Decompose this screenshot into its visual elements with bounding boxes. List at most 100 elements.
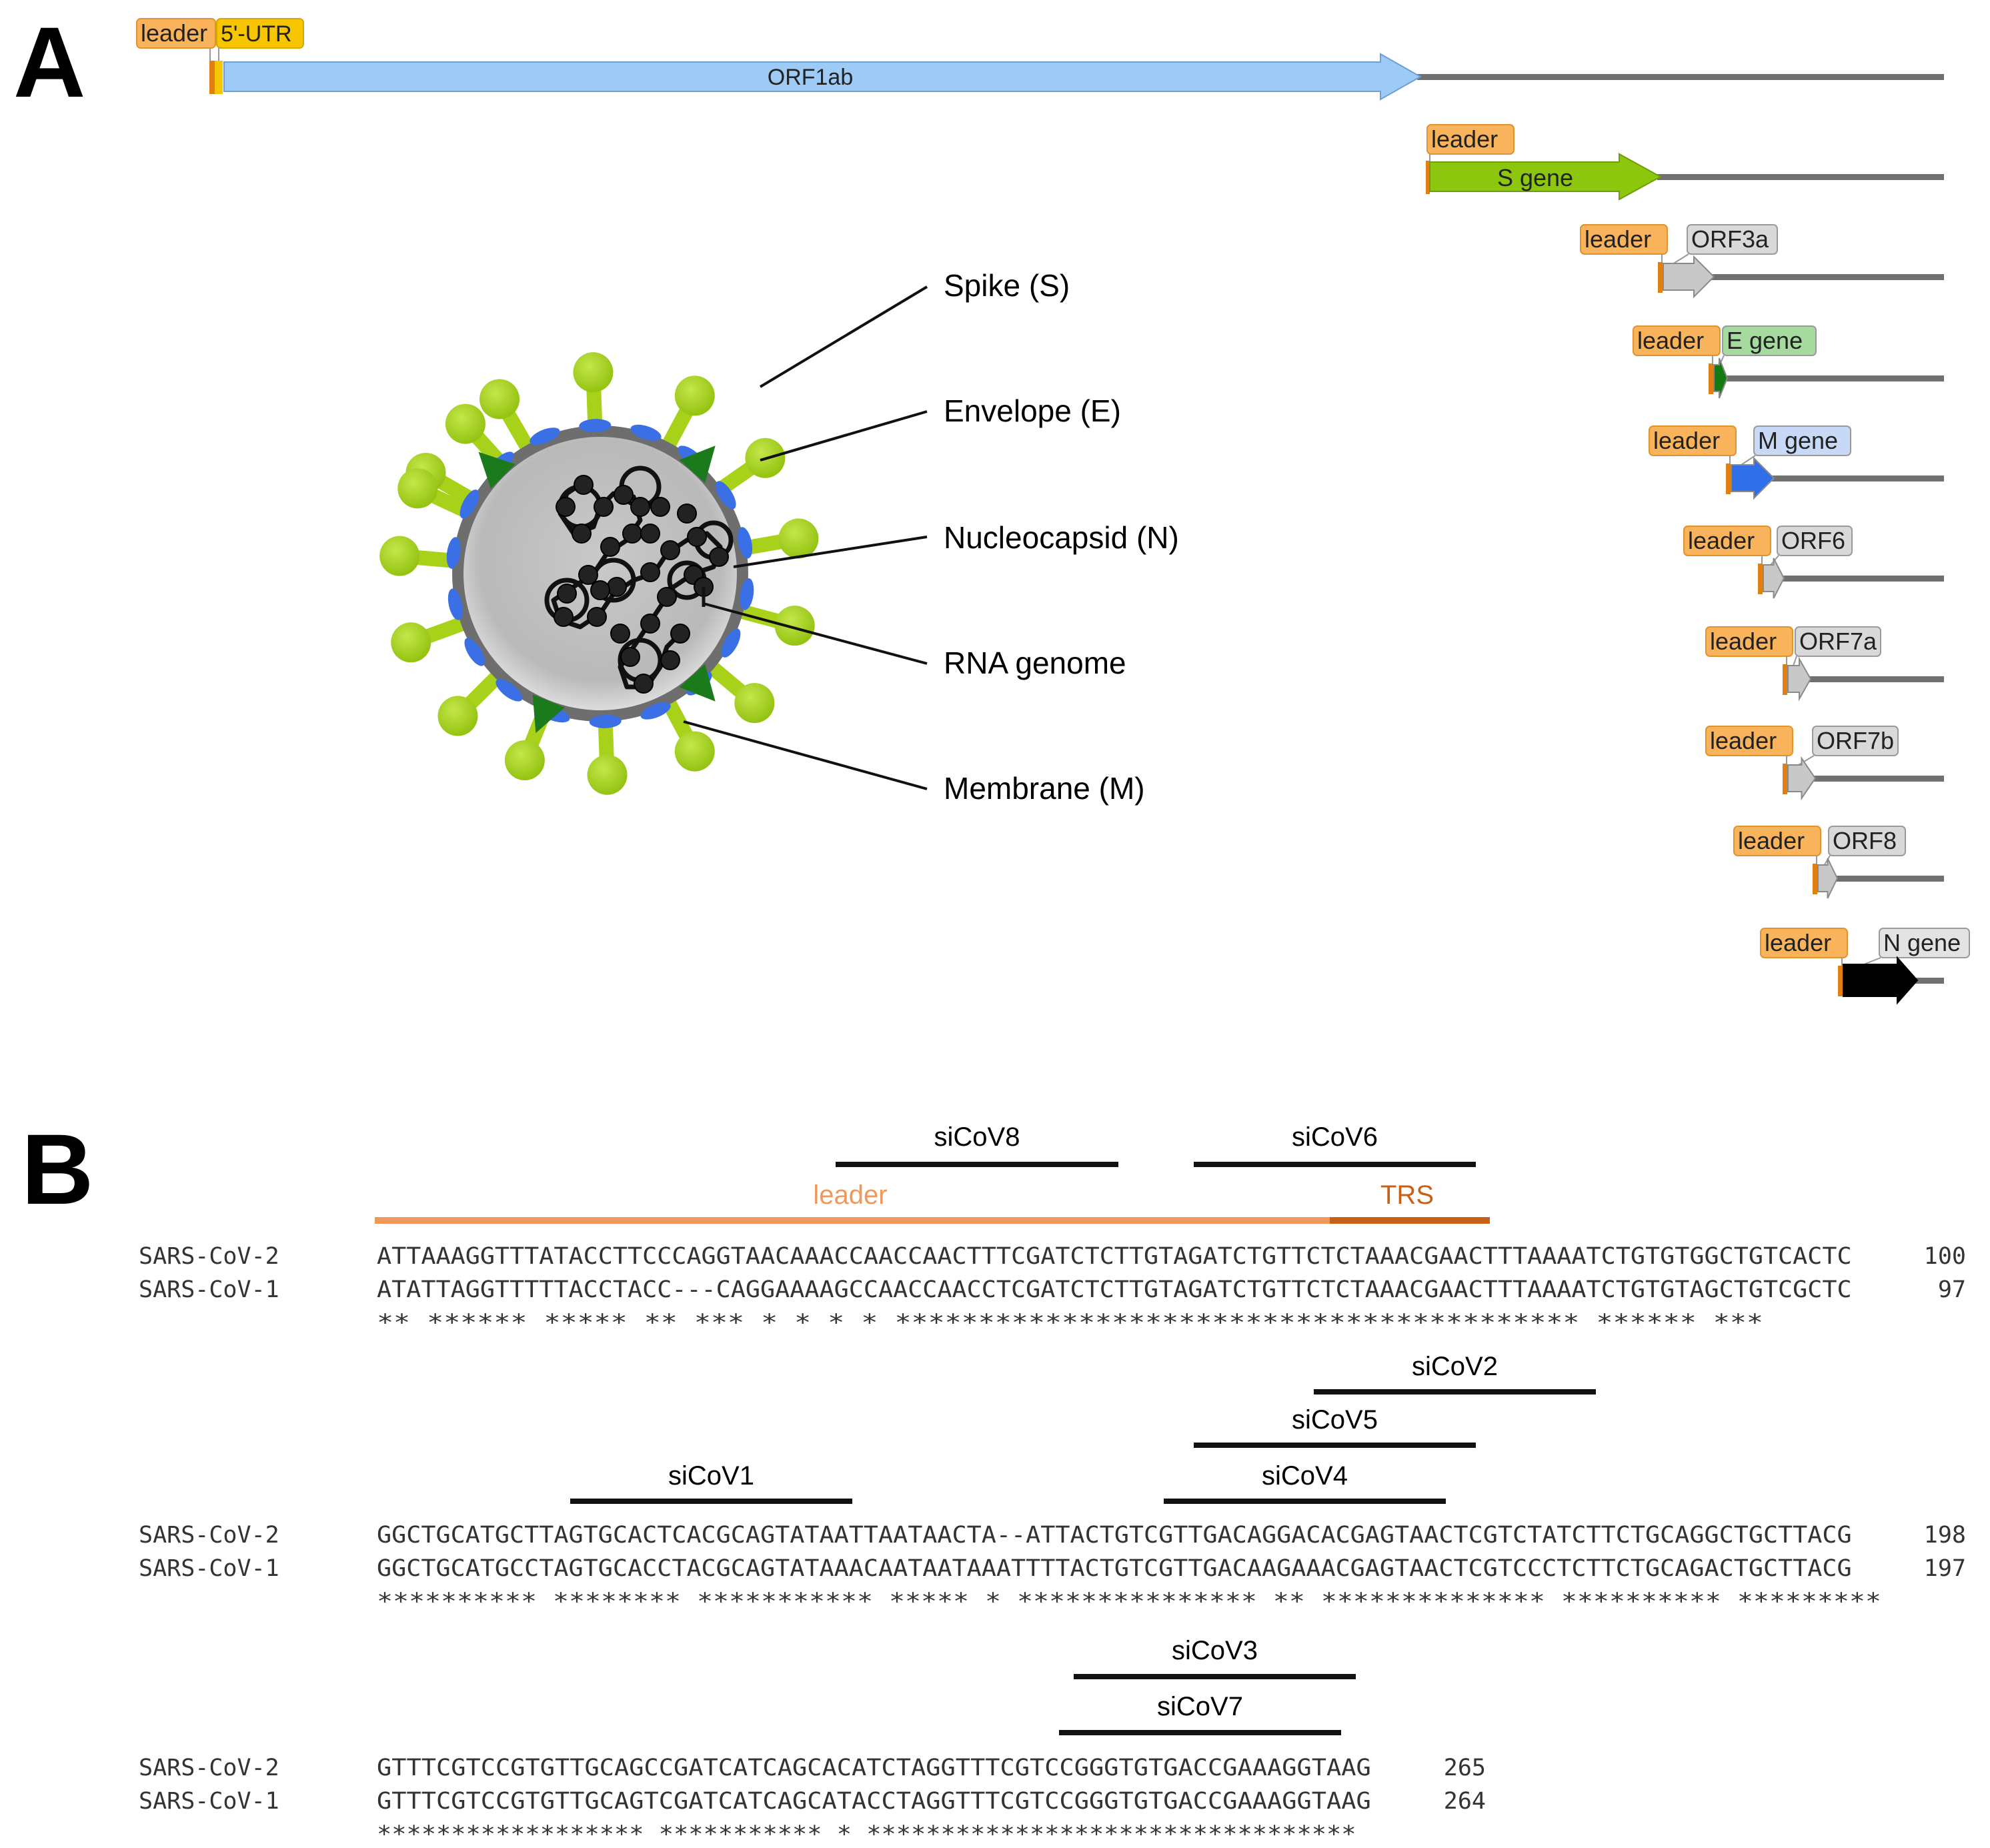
sirna-label: siCoV7 [1157, 1692, 1243, 1721]
membrane-protein [447, 588, 463, 620]
genome-line [1771, 476, 1944, 482]
nucleocapsid-bead [607, 577, 627, 597]
gene-tag-label: N gene [1883, 929, 1961, 956]
leader-tag-label: leader [1765, 929, 1831, 956]
spike-bulb [587, 754, 628, 795]
envelope-protein [478, 451, 516, 489]
genome-track: leader N gene [1760, 928, 1970, 1005]
sequence-position: 97 [1938, 1276, 1966, 1303]
leader-tag [1580, 224, 1668, 255]
sirna-label: siCoV3 [1172, 1636, 1258, 1665]
gene-arrow [1763, 558, 1785, 599]
gene-tag [1879, 928, 1970, 958]
nucleocapsid-bead [620, 647, 640, 667]
gene-arrow [1731, 456, 1775, 500]
sirna-label: siCoV6 [1292, 1122, 1378, 1152]
leader-tag-label: leader [1431, 125, 1498, 153]
gene-tag [1795, 626, 1881, 657]
sequence-text: GGCTGCATGCTTAGTGCACTCACGCAGTATAATTAATAAC… [377, 1522, 1852, 1549]
virion-labels: Spike (S) Envelope (E) Nucleocapsid (N) … [944, 268, 1179, 806]
sequence-text: GGCTGCATGCCTAGTGCACCTACGCAGTATAAACAATAAT… [377, 1555, 1852, 1582]
leader-tag [1760, 928, 1848, 958]
envelope-protein [679, 445, 716, 484]
sequence-name: SARS-CoV-1 [139, 1555, 279, 1582]
nucleocapsid-bead [634, 674, 654, 694]
label-spike: Spike (S) [944, 268, 1070, 303]
gene-arrow [1713, 357, 1729, 399]
membrane-protein [721, 628, 741, 658]
spike-protein [391, 614, 476, 663]
leader-tag-label: leader [1738, 827, 1805, 854]
nucleocapsid-bead [556, 497, 576, 517]
nucleocapsid-bead [709, 547, 729, 567]
nucleocapsid-bead [594, 497, 614, 517]
spike-bulb [504, 740, 545, 781]
leader-block [1426, 161, 1430, 194]
sequence-position: 264 [1444, 1788, 1486, 1815]
nucleocapsid-bead [574, 475, 594, 495]
conservation-line: ****************** *********** * *******… [377, 1821, 1356, 1848]
sirna-bar [570, 1499, 852, 1504]
nucleocapsid-bead [677, 504, 697, 524]
leader-block [1838, 966, 1843, 996]
sequence-position: 265 [1444, 1755, 1486, 1781]
nucleocapsid-bead [650, 497, 670, 517]
label-rna-genome: RNA genome [944, 646, 1126, 680]
leader-block [1758, 564, 1763, 594]
gene-label: S gene [1497, 164, 1573, 191]
sequence-position: 197 [1924, 1555, 1966, 1582]
gene-tag [1687, 224, 1778, 255]
spike-protein [658, 375, 715, 457]
membrane-protein [740, 578, 754, 610]
gene-tag-label: E gene [1727, 327, 1803, 354]
genome-line [1724, 375, 1944, 381]
sequence-text: ATATTAGGTTTTTACCTACC---CAGGAAAAGCCAACCAA… [377, 1276, 1852, 1303]
leader-region-label: leader [813, 1180, 887, 1210]
envelope-protein [679, 664, 716, 702]
leader-block [1813, 864, 1817, 894]
nucleocapsid-bead [660, 540, 680, 560]
utr-tag-label: 5'-UTR [221, 21, 292, 47]
gene-tag [1812, 726, 1899, 756]
leader-tag [1683, 526, 1771, 556]
spike-bulb [445, 403, 485, 444]
membrane-protein [446, 537, 461, 569]
leader-tag [1633, 325, 1721, 356]
membrane-protein [459, 490, 479, 519]
callout-line [759, 285, 928, 388]
conservation-line: ** ****** ***** ** *** * * * * *********… [377, 1310, 1763, 1336]
sirna-bar [1164, 1499, 1446, 1504]
spike-protein [728, 602, 815, 646]
sirna-label: siCoV4 [1262, 1461, 1348, 1491]
genome-line [1417, 74, 1944, 80]
gene-tag [1777, 526, 1853, 556]
leader-tag-label: leader [141, 19, 207, 47]
leader-region-bar [375, 1217, 1330, 1224]
membrane-protein [530, 427, 560, 445]
gene-tag-label: ORF6 [1781, 527, 1845, 554]
membrane-protein [715, 481, 736, 510]
nucleocapsid-bead [657, 587, 677, 607]
trs-region-bar [1330, 1217, 1490, 1224]
sequence-position: 100 [1924, 1243, 1966, 1270]
leader-tag [1426, 124, 1515, 155]
conservation-line: ********** ******** *********** ***** * … [377, 1589, 1881, 1615]
membrane-protein [495, 679, 523, 702]
membrane-protein [464, 638, 485, 666]
envelope-protein [532, 694, 565, 734]
spike-bulb [778, 518, 819, 559]
leader-tag-label: leader [1585, 225, 1651, 253]
gene-arrow [1817, 858, 1839, 899]
leader-block [1783, 764, 1787, 794]
callout-line [703, 602, 928, 665]
panel-label-b: B [21, 1113, 93, 1225]
